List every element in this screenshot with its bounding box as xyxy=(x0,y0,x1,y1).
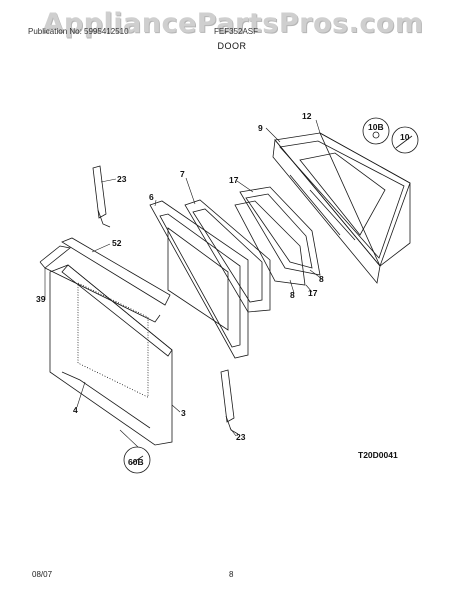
callout-17-upper: 17 xyxy=(229,175,239,185)
callout-4: 4 xyxy=(73,405,78,415)
screw-10b-icon xyxy=(372,131,380,139)
callout-9: 9 xyxy=(258,123,263,133)
callout-17-lower: 17 xyxy=(308,288,318,298)
door-hinge-upper xyxy=(92,165,111,228)
outer-glass-panel xyxy=(49,264,173,446)
screw-10-callout-circle xyxy=(391,126,419,154)
screw-60b-callout-circle xyxy=(123,446,151,474)
door-handle xyxy=(39,237,171,323)
inner-door-panel xyxy=(184,199,271,313)
footer-page-number: 8 xyxy=(229,570,234,579)
model-number: FEF352ASF xyxy=(214,27,259,36)
door-frame xyxy=(149,200,249,359)
watermark: AppliancePartsPros.com xyxy=(42,8,424,39)
section-title: DOOR xyxy=(217,41,247,51)
callout-39: 39 xyxy=(36,294,46,304)
callout-7: 7 xyxy=(180,169,185,179)
screw-60b-icon xyxy=(130,455,144,465)
callout-10: 10 xyxy=(400,132,410,142)
publication-number: Publication No: 5995412510 xyxy=(28,27,129,36)
callout-leaders xyxy=(44,119,323,448)
outer-door-panel xyxy=(272,132,411,284)
callout-8-lower: 8 xyxy=(290,290,295,300)
callout-3: 3 xyxy=(181,408,186,418)
callout-60b: 60B xyxy=(128,457,144,467)
door-hinge-lower xyxy=(220,369,239,435)
callout-23-lower: 23 xyxy=(236,432,246,442)
diagram-code: T20D0041 xyxy=(358,450,398,460)
callout-12: 12 xyxy=(302,111,312,121)
callout-52: 52 xyxy=(112,238,122,248)
footer-date: 08/07 xyxy=(32,570,53,579)
callout-8-right: 8 xyxy=(319,274,324,284)
screw-10b-callout-circle xyxy=(362,117,390,145)
inner-glass-assembly xyxy=(234,186,321,286)
callout-6: 6 xyxy=(149,192,154,202)
callout-23-upper: 23 xyxy=(117,174,127,184)
callout-10b: 10B xyxy=(368,122,384,132)
screw-10-icon xyxy=(395,135,413,149)
